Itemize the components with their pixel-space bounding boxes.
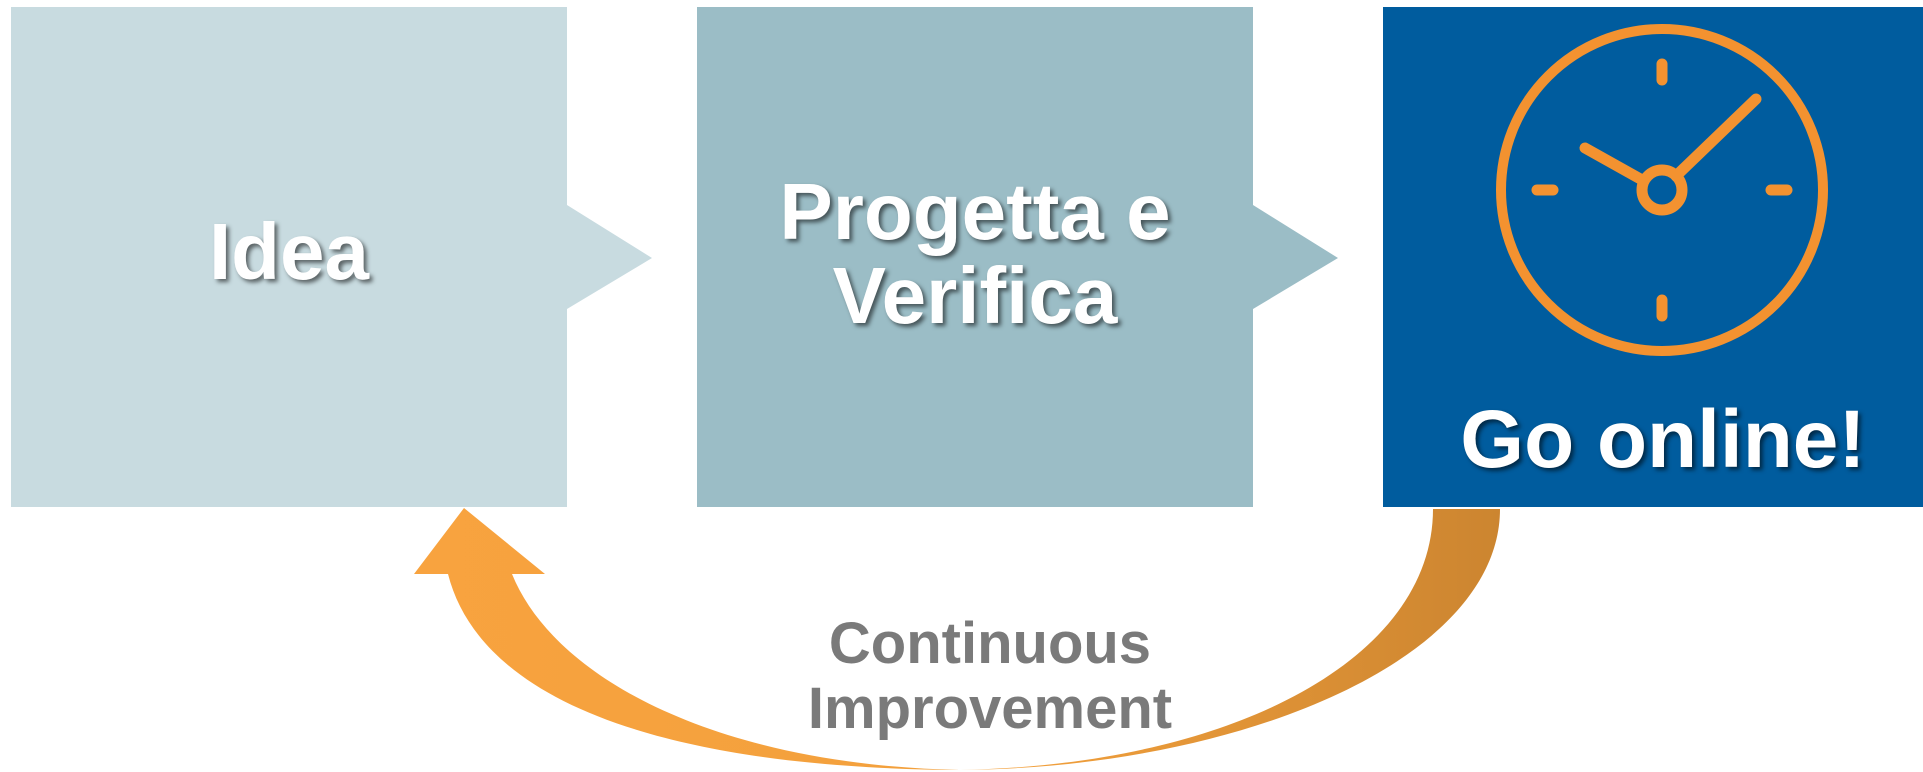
step-go-online-shape [1383, 7, 1923, 507]
step-idea-label: Idea [208, 207, 370, 296]
step-progetta-label-line1: Progetta e [779, 167, 1171, 256]
clock-icon [1496, 24, 1828, 356]
cycle-label-line1: Continuous [828, 611, 1152, 676]
step-idea-shape [11, 7, 652, 507]
step-progetta-label-line2: Verifica [832, 251, 1118, 340]
cycle-label: Continuous Improvement [690, 611, 1290, 742]
cycle-label-line2: Improvement [807, 675, 1173, 741]
step-go-online-label: Go online! [1460, 394, 1866, 485]
step-progetta-shape [697, 7, 1338, 507]
step-progetta-label: Progetta e Verifica [697, 170, 1253, 338]
